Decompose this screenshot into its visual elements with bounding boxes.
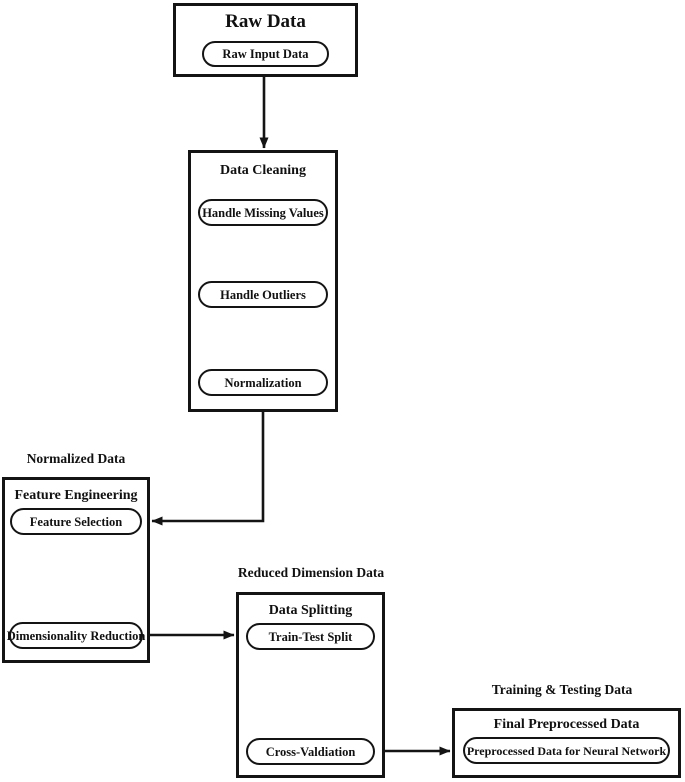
step-dimensionality-reduction-label: Dimensionality Reduction — [6, 628, 146, 643]
node-data-splitting-title: Data Splitting — [268, 603, 353, 618]
step-train-test-split-label: Train-Test Split — [268, 629, 353, 644]
node-raw-data: Raw Data Raw Input Data — [173, 3, 358, 77]
step-normalization-label: Normalization — [224, 375, 302, 390]
node-final-preprocessed-data: Final Preprocessed Data Preprocessed Dat… — [452, 708, 681, 778]
step-handle-missing-values: Handle Missing Values — [198, 199, 328, 226]
step-cross-validation: Cross-Valdiation — [246, 738, 375, 765]
step-raw-input-data-label: Raw Input Data — [222, 47, 309, 62]
node-feature-engineering: Feature Engineering Feature Selection Di… — [2, 477, 150, 663]
step-train-test-split: Train-Test Split — [246, 623, 375, 650]
node-data-cleaning-title: Data Cleaning — [220, 163, 306, 178]
step-preprocessed-data-for-neural-network: Preprocessed Data for Neural Network — [463, 737, 670, 764]
step-cross-validation-label: Cross-Valdiation — [265, 744, 356, 759]
step-preprocessed-data-for-neural-network-label: Preprocessed Data for Neural Network — [466, 744, 667, 758]
edge-datacleaning-to-featureselection — [151, 412, 265, 526]
node-data-cleaning: Data Cleaning Handle Missing Values Hand… — [188, 150, 338, 412]
label-reduced-dimension-data: Reduced Dimension Data — [237, 565, 385, 580]
node-data-splitting: Data Splitting Train-Test Split Cross-Va… — [236, 592, 385, 778]
step-normalization: Normalization — [198, 369, 328, 396]
step-feature-selection: Feature Selection — [10, 508, 142, 535]
node-feature-engineering-title: Feature Engineering — [14, 488, 138, 503]
label-normalized-data: Normalized Data — [26, 451, 126, 466]
node-final-preprocessed-data-title: Final Preprocessed Data — [493, 717, 640, 732]
label-training-testing-data: Training & Testing Data — [491, 682, 633, 697]
step-feature-selection-label: Feature Selection — [29, 514, 123, 529]
step-handle-outliers-label: Handle Outliers — [220, 287, 306, 302]
step-handle-outliers: Handle Outliers — [198, 281, 328, 308]
step-dimensionality-reduction: Dimensionality Reduction — [6, 622, 146, 649]
step-handle-missing-values-label: Handle Missing Values — [202, 205, 324, 220]
step-raw-input-data: Raw Input Data — [202, 41, 329, 67]
node-raw-data-title: Raw Data — [225, 11, 306, 32]
